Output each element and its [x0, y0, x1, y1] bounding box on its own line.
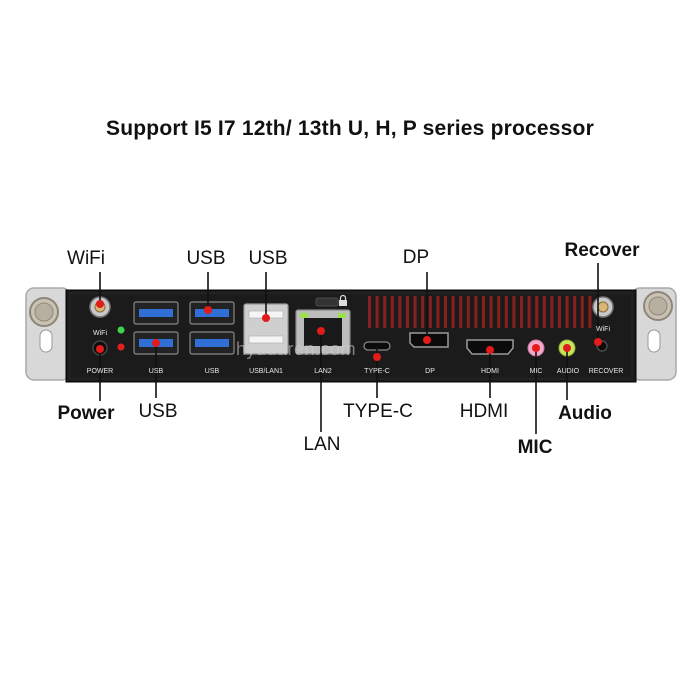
vent-slot	[550, 296, 554, 328]
panel-label-lan2: LAN2	[314, 368, 332, 375]
vent-slot	[406, 296, 409, 328]
vent-slot	[580, 296, 584, 328]
panel-label-audio: AUDIO	[556, 368, 580, 375]
vent-slot	[383, 296, 387, 328]
vent-slot	[497, 296, 501, 328]
vent-slot	[504, 296, 508, 328]
right-mounting-bracket	[631, 287, 677, 381]
vent-slot	[466, 296, 470, 328]
vent-slot	[436, 296, 440, 328]
vent-slot	[444, 296, 447, 328]
callout-lan: LAN	[303, 434, 341, 455]
vent-slot	[413, 296, 417, 328]
wifi-antenna-right-icon	[592, 296, 614, 318]
callout-wifi: WiFi	[67, 248, 105, 269]
usb-port-group-2	[189, 301, 235, 355]
panel-label-hdmi: HDMI	[481, 368, 499, 375]
status-led-red-icon	[117, 343, 125, 351]
vent-slot	[489, 296, 493, 328]
callout-usb-top-2: USB	[248, 248, 288, 269]
ventilation-grille	[368, 296, 592, 328]
left-mounting-bracket	[25, 287, 71, 381]
callout-recover: Recover	[564, 240, 640, 261]
panel-label-usb2: USB	[204, 368, 220, 375]
vent-slot	[398, 296, 402, 328]
panel-label-wifi-right: WiFi	[596, 326, 610, 333]
vent-slot	[520, 296, 523, 328]
lock-icon	[339, 294, 347, 306]
headline: Support I5 I7 12th/ 13th U, H, P series …	[106, 117, 594, 140]
callout-audio: Audio	[558, 403, 612, 424]
vent-slot	[375, 296, 379, 328]
vent-slot	[542, 296, 546, 328]
callout-type-c: TYPE-C	[343, 401, 413, 422]
panel-label-type-c: TYPE-C	[364, 368, 390, 375]
panel-label-usb1: USB	[148, 368, 164, 375]
panel-label-mic: MIC	[529, 368, 543, 375]
vent-slot	[573, 296, 577, 328]
vent-slot	[512, 296, 516, 328]
callout-dots	[96, 300, 602, 361]
vent-slot	[558, 296, 561, 328]
panel-label-dp: DP	[425, 368, 435, 375]
vent-slot	[588, 296, 592, 328]
callout-power: Power	[57, 403, 115, 424]
vent-slot	[421, 296, 425, 328]
panel-label-recover: RECOVER	[588, 368, 624, 375]
vent-slot	[459, 296, 463, 328]
vent-slot	[390, 296, 394, 328]
callout-hdmi: HDMI	[459, 401, 509, 422]
vent-slot	[482, 296, 485, 328]
vent-slot	[474, 296, 478, 328]
vent-slot	[451, 296, 455, 328]
vent-slot	[368, 296, 371, 328]
panel-label-power: POWER	[86, 368, 114, 375]
panel-label-wifi-left: WiFi	[93, 330, 107, 337]
vent-slot	[565, 296, 569, 328]
status-led-green-icon	[117, 326, 125, 334]
callout-usb-top-1: USB	[186, 248, 226, 269]
callout-usb-bottom: USB	[138, 401, 178, 422]
callout-mic: MIC	[517, 437, 553, 458]
vent-slot	[428, 296, 432, 328]
callout-dp: DP	[402, 247, 430, 268]
panel-label-usb-lan1: USB/LAN1	[249, 368, 283, 375]
vent-slot	[527, 296, 531, 328]
watermark: hyudaren.com	[236, 339, 357, 359]
vent-slot	[535, 296, 539, 328]
